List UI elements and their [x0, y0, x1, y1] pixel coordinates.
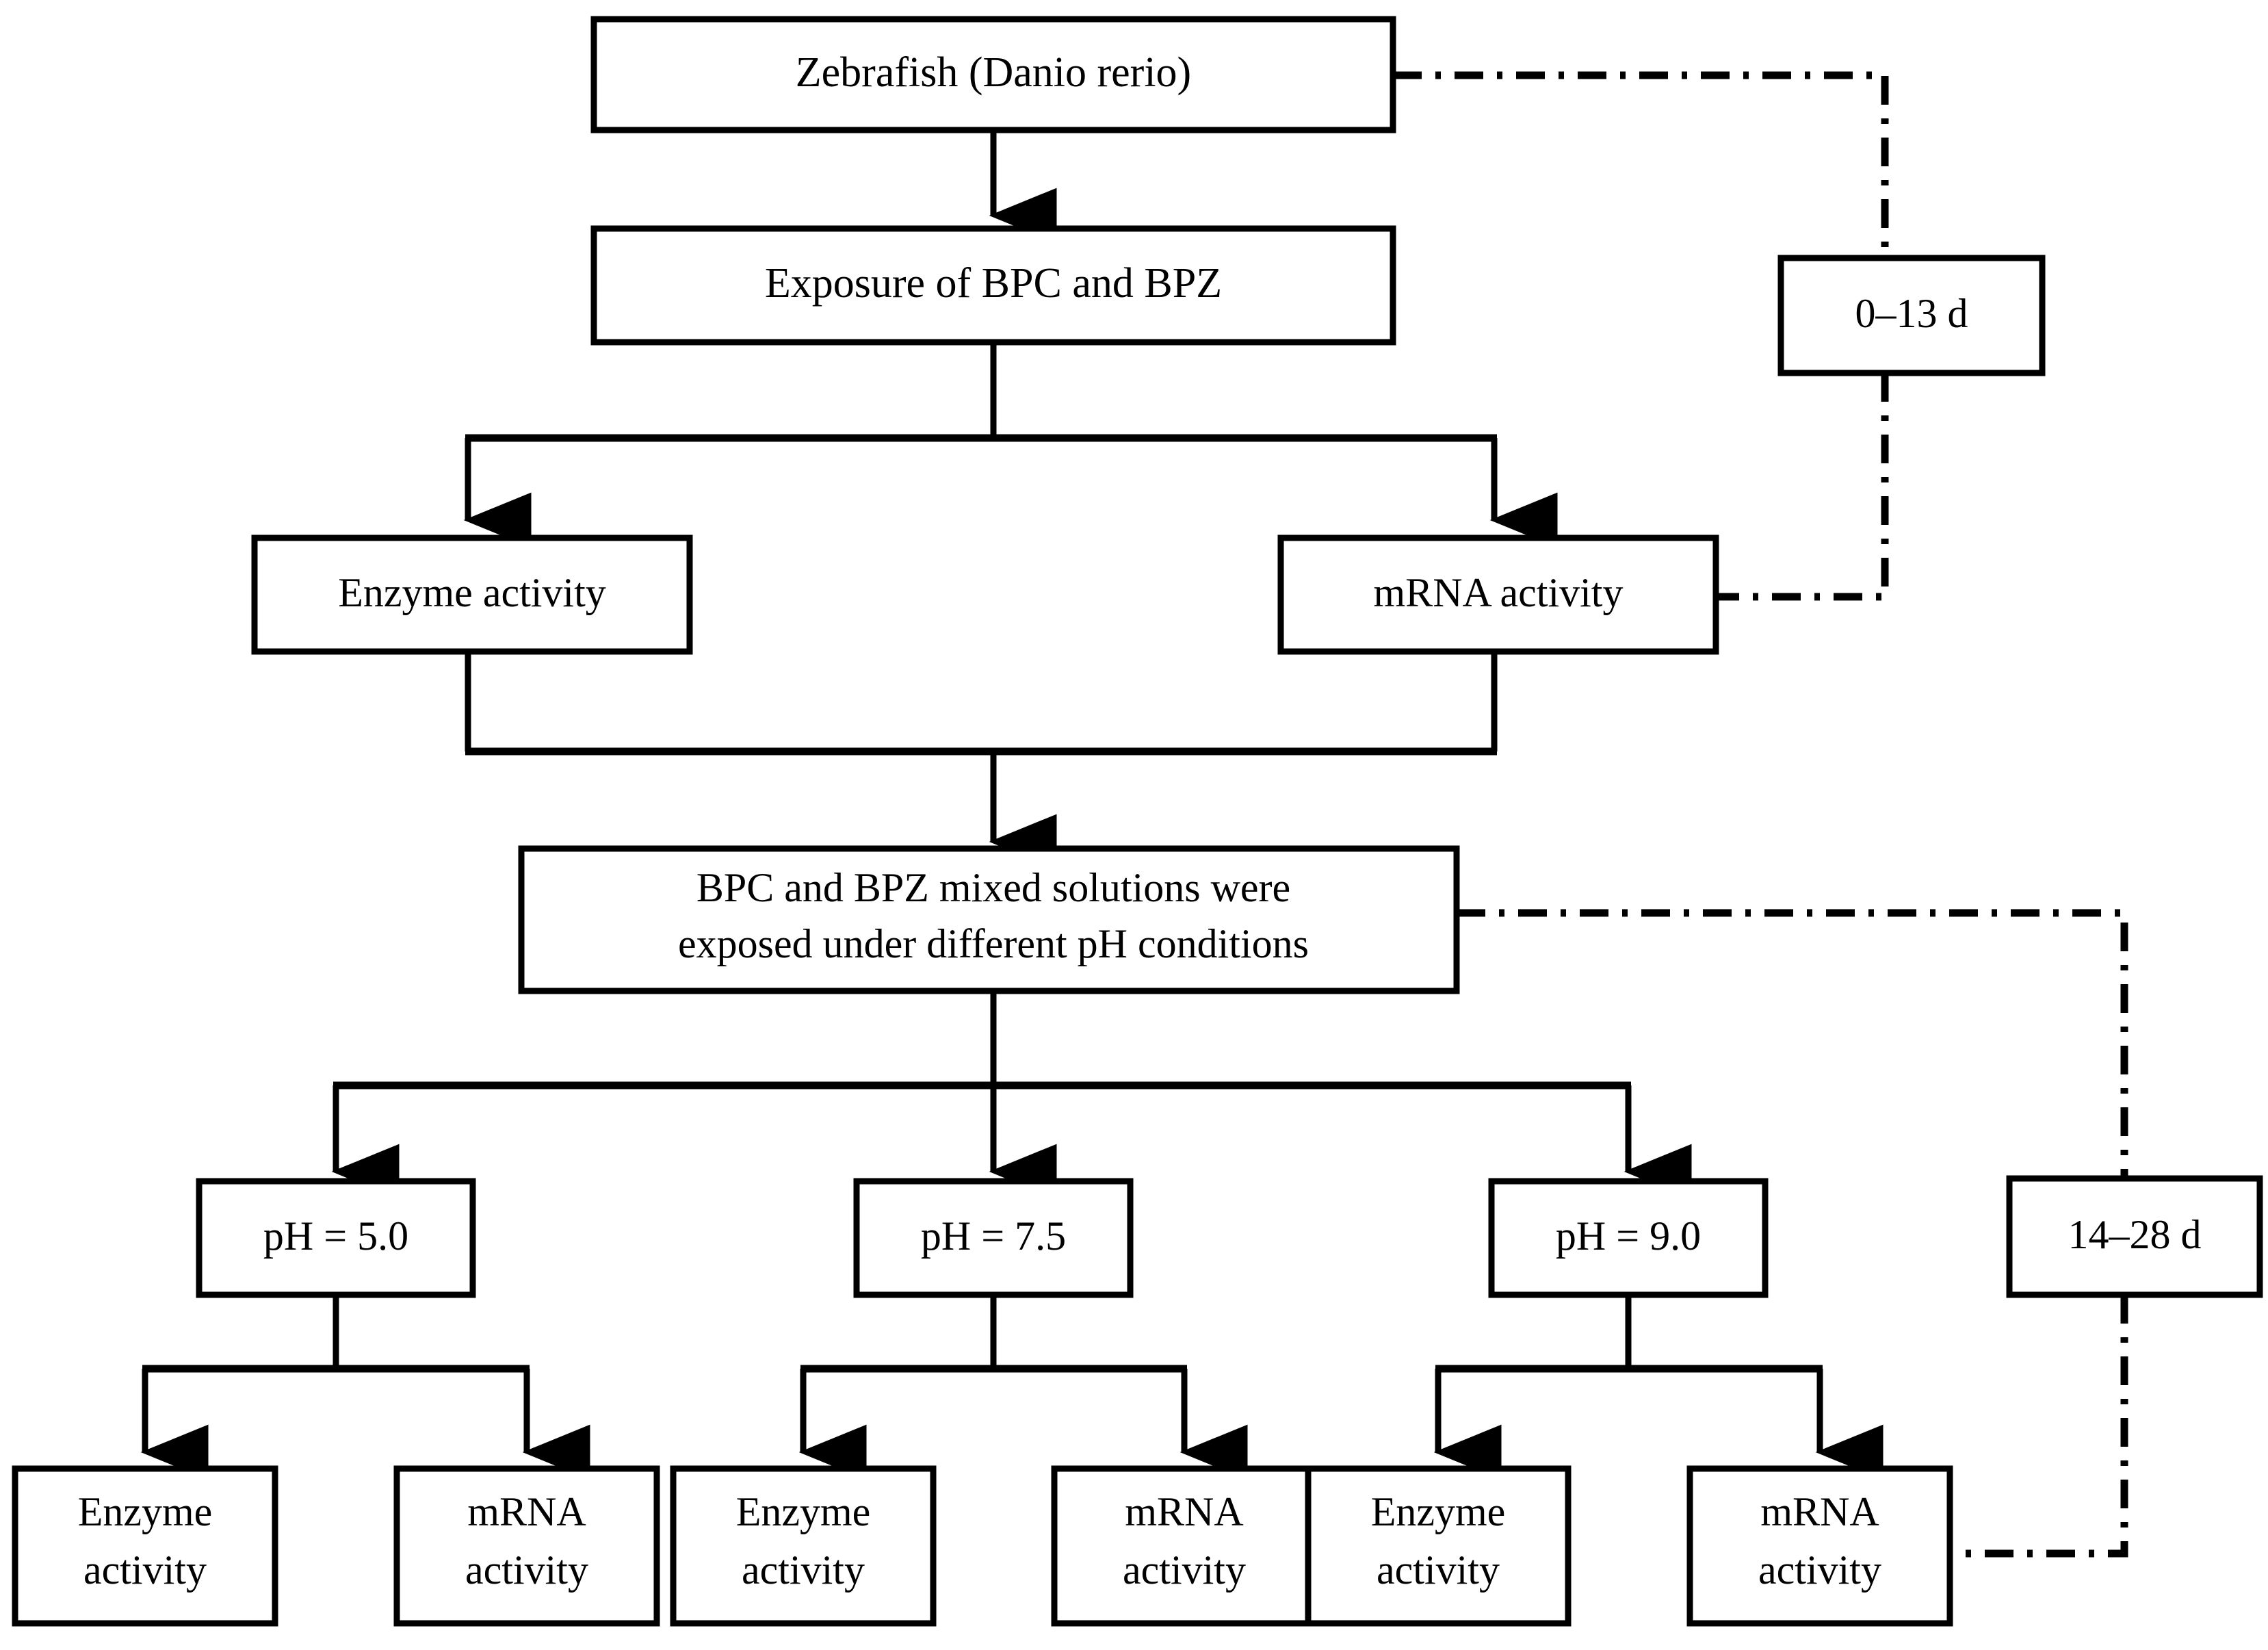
node-leaf-mrna-ph5-line1: mRNA [467, 1489, 586, 1534]
node-leaf-enzyme-ph9-line2: activity [1377, 1547, 1500, 1593]
node-leaf-mrna-ph75-line2: activity [1123, 1547, 1246, 1593]
node-leaf-enzyme-ph5-line2: activity [83, 1547, 207, 1593]
node-leaf-mrna-ph9-line2: activity [1758, 1547, 1881, 1593]
timeline-bracket-late [1457, 909, 2128, 1558]
node-ph-75-label: pH = 7.5 [921, 1213, 1066, 1259]
edge-ph-mid-split [798, 1295, 1248, 1480]
node-leaf-enzyme-ph75[interactable]: Enzyme activity [670, 1465, 937, 1627]
node-mixed-solutions[interactable]: BPC and BPZ mixed solutions were exposed… [518, 845, 1460, 994]
edge-exposure-split [463, 342, 1558, 548]
edge-ph-high-split [1433, 1295, 1884, 1480]
node-timespan-early[interactable]: 0–13 d [1777, 255, 2046, 376]
node-ph-75[interactable]: pH = 7.5 [853, 1178, 1134, 1298]
node-ph-9-label: pH = 9.0 [1556, 1213, 1701, 1259]
node-leaf-enzyme-ph9[interactable]: Enzyme activity [1305, 1465, 1572, 1627]
node-enzyme-activity-phase1[interactable]: Enzyme activity [251, 534, 693, 655]
node-leaf-mrna-ph9-line1: mRNA [1760, 1489, 1879, 1534]
svg-text:Zebrafish (Danio rerio): Zebrafish (Danio rerio) [796, 49, 1191, 96]
node-leaf-enzyme-ph5[interactable]: Enzyme activity [12, 1465, 278, 1627]
node-exposure-label: Exposure of BPC and BPZ [765, 260, 1222, 307]
node-ph-5-label: pH = 5.0 [263, 1213, 408, 1259]
node-leaf-mrna-ph5-line2: activity [465, 1547, 588, 1593]
node-mrna-activity-phase1-label: mRNA activity [1374, 570, 1624, 615]
edge-phase1-merge-to-mixed [465, 652, 1498, 870]
node-leaf-enzyme-ph75-line2: activity [742, 1547, 865, 1593]
node-zebrafish[interactable]: Zebrafish (Danio rerio) [590, 16, 1396, 133]
node-zebrafish-prefix: Zebrafish ( [796, 49, 983, 96]
node-zebrafish-species: Danio rerio [982, 49, 1177, 96]
node-mrna-activity-phase1[interactable]: mRNA activity [1277, 534, 1719, 655]
timeline-bracket-early [1393, 71, 1889, 601]
node-leaf-enzyme-ph9-line1: Enzyme [1371, 1489, 1506, 1534]
edge-mixed-split-ph [331, 991, 1692, 1200]
node-ph-5[interactable]: pH = 5.0 [196, 1178, 476, 1298]
node-mixed-solutions-line1: BPC and BPZ mixed solutions were [696, 865, 1290, 910]
node-leaf-enzyme-ph75-line1: Enzyme [736, 1489, 871, 1534]
node-timespan-late[interactable]: 14–28 d [2006, 1175, 2263, 1298]
node-enzyme-activity-phase1-label: Enzyme activity [338, 570, 606, 615]
node-leaf-mrna-ph75[interactable]: mRNA activity [1051, 1465, 1318, 1627]
edge-ph-low-split [140, 1295, 590, 1480]
node-timespan-early-label: 0–13 d [1855, 291, 1968, 336]
node-leaf-enzyme-ph5-line1: Enzyme [78, 1489, 213, 1534]
node-leaf-mrna-ph75-line1: mRNA [1125, 1489, 1243, 1534]
node-mixed-solutions-line2: exposed under different pH conditions [678, 921, 1309, 966]
node-leaf-mrna-ph5[interactable]: mRNA activity [393, 1465, 660, 1627]
node-leaf-mrna-ph9[interactable]: mRNA activity [1686, 1465, 1953, 1627]
node-exposure[interactable]: Exposure of BPC and BPZ [590, 225, 1396, 346]
node-ph-9[interactable]: pH = 9.0 [1488, 1178, 1769, 1298]
node-zebrafish-suffix: ) [1177, 49, 1192, 96]
node-timespan-late-label: 14–28 d [2068, 1212, 2202, 1257]
